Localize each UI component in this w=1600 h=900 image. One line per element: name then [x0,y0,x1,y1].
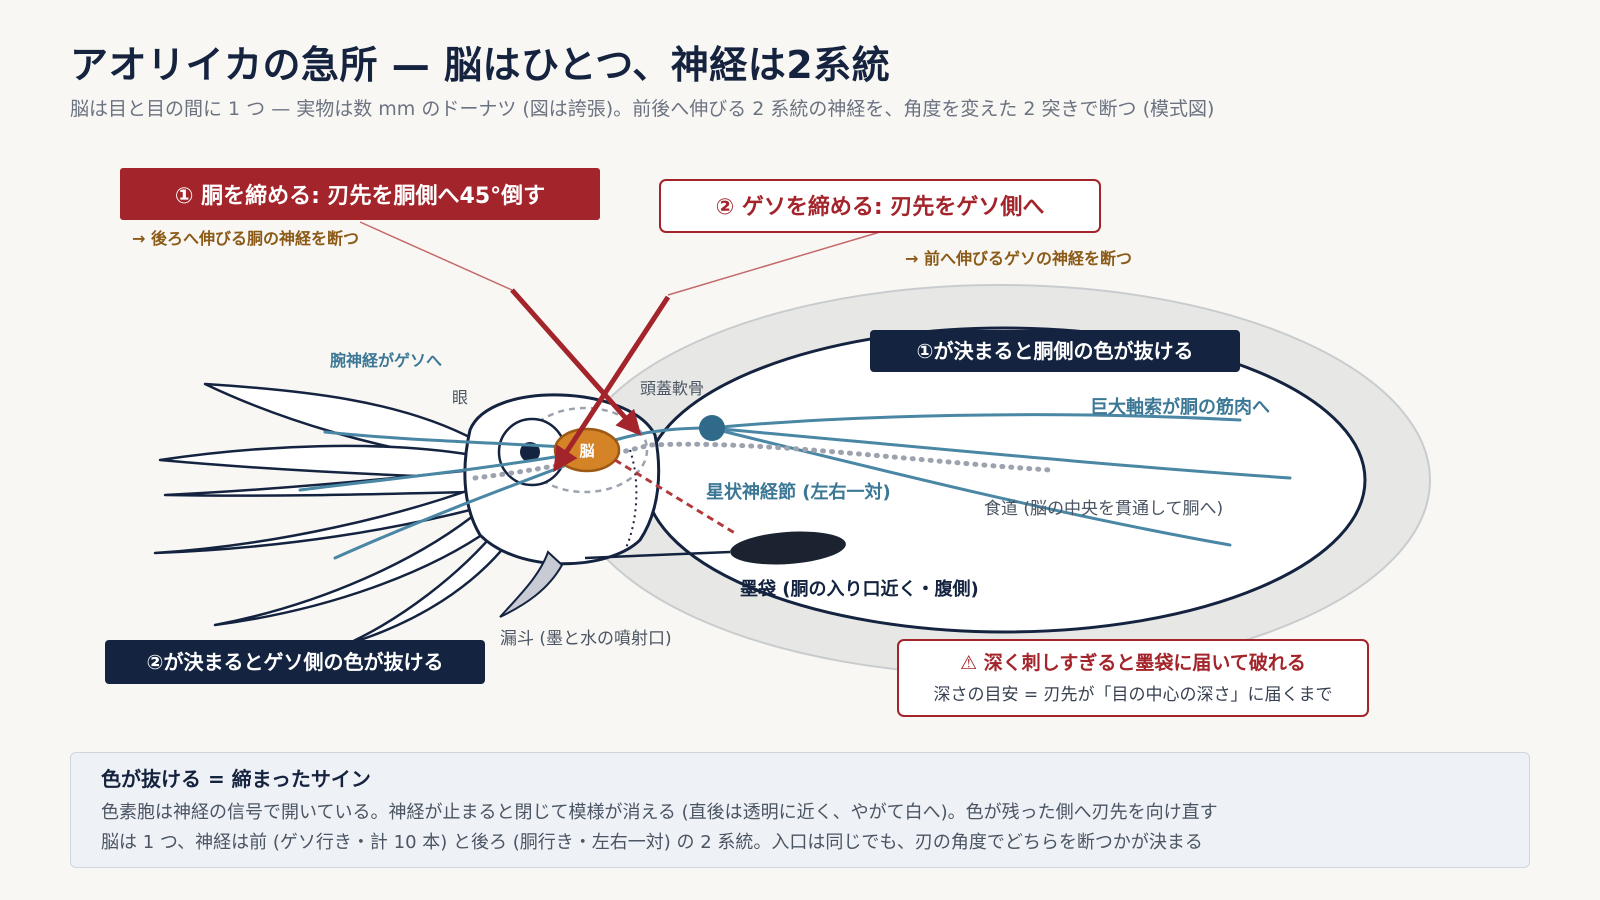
info-box: 色が抜ける = 締まったサイン 色素胞は神経の信号で開いている。神経が止まると閉… [70,752,1530,868]
giant-axon [708,413,1242,430]
step1-label: ① 胴を締める: 刃先を胴側へ45°倒す [175,183,545,209]
step2-knife-arrow [553,295,671,473]
step2-box [659,179,1101,233]
step2-leader [667,231,881,296]
arm-nerve-label: 腕神経がゲソへ [330,351,442,370]
danger-path [614,458,739,537]
ink-sac-shape [730,531,846,565]
step1-knife-arrow [510,288,642,436]
info-line-2: 脳は 1 つ、神経は前 (ゲソ行き・計 10 本) と後ろ (胴行き・左右一対)… [101,832,1203,853]
arm [213,506,494,627]
giant-axon-label: 巨大軸索が胴の筋肉へ [1090,396,1270,418]
step1-note: → 後ろへ伸びる胴の神経を断つ [132,229,359,248]
arm-nerve [333,456,587,560]
stellate-ganglion-label: 星状神経節 (左右一対) [706,481,891,503]
arms-result-box [105,640,485,684]
esophagus-line [472,441,1053,481]
esophagus-label: 食道 (脳の中央を貫通して胴へ) [984,499,1223,519]
step1-box [120,168,600,220]
arm-nerve [298,450,587,492]
arm-nerve [323,430,587,450]
mantle-result-box [870,330,1240,372]
ink-sac-label: 墨袋 (胴の入り口近く・腹側) [740,578,979,600]
stellate-ganglion-dot [699,415,725,441]
cranial-cartilage-label: 頭蓋軟骨 [640,379,704,398]
eye-label: 眼 [452,388,468,407]
page-title: アオリイカの急所 — 脳はひとつ、神経は2系統 [70,43,891,87]
funnel-label: 漏斗 (墨と水の噴射口) [500,629,672,649]
nerves [298,413,1292,560]
cranial-cartilage-ring [521,406,649,494]
mantle-result-label: ①が決まると胴側の色が抜ける [917,339,1194,363]
pupil [520,442,540,462]
arms [153,382,512,647]
warning-title: ⚠ 深く刺しすぎると墨袋に届いて破れる [960,651,1306,674]
arm [158,444,474,480]
giant-axon [708,426,1232,547]
info-line-1: 色素胞は神経の信号で開いている。神経が止まると閉じて模様が消える (直後は透明に… [101,802,1218,823]
funnel-shape [499,550,564,618]
page-subtitle: 脳は目と目の間に 1 つ — 実物は数 mm のドーナツ (図は誇張)。前後へ伸… [70,98,1215,120]
info-title: 色が抜ける = 締まったサイン [101,767,371,791]
arms-result-label: ②が決まるとゲソ側の色が抜ける [147,650,444,674]
step1-leader [359,221,513,291]
brain-label: 脳 [579,442,594,460]
warning-body: 深さの目安 = 刃先が「目の中心の深さ」に届くまで [933,685,1332,705]
arm [153,486,480,555]
warning-box [897,639,1369,717]
giant-axon [708,426,1292,480]
step2-label: ② ゲソを締める: 刃先をゲソ側へ [716,194,1045,220]
step2-note: → 前へ伸びるゲソの神経を断つ [905,249,1132,268]
ink-sac-leader [584,550,731,560]
